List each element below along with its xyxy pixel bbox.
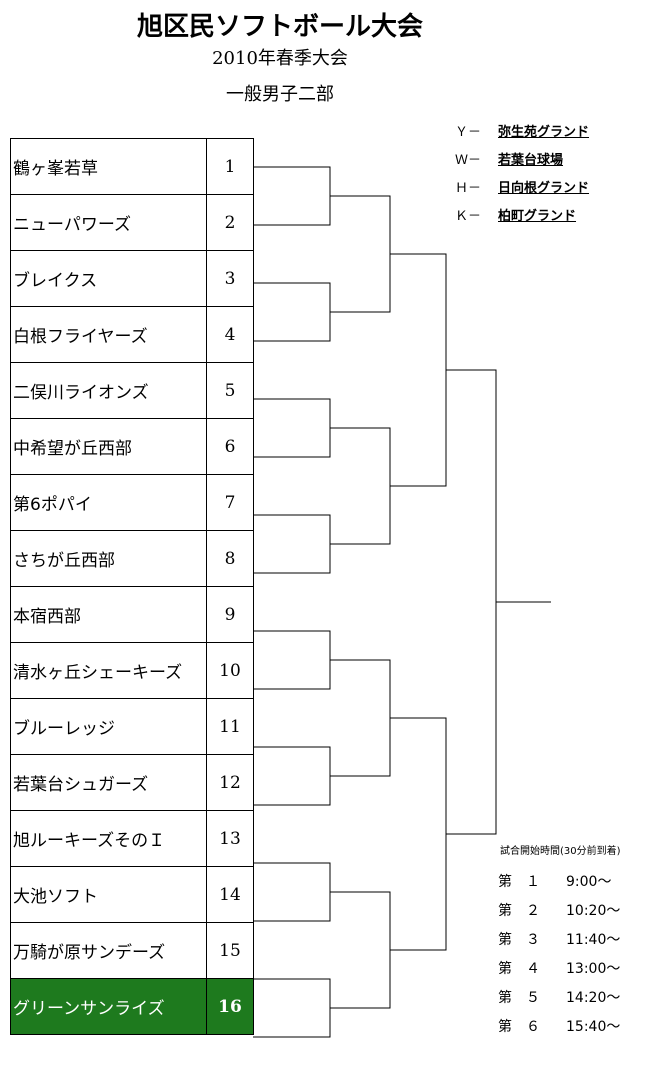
bracket-line-r1 [253, 166, 331, 226]
team-name: ブルーレッジ [10, 698, 207, 755]
schedule-row: 第 １ 9:00～ [498, 866, 620, 895]
schedule-row: 第 ６ 15:40～ [498, 1011, 620, 1040]
venue-item: Ｋ－ 柏町グランド [455, 200, 589, 228]
bracket-line-r4 [446, 369, 497, 835]
bracket-line-r1 [253, 630, 331, 690]
game-time: 9:00～ [566, 873, 612, 890]
team-name: 若葉台シュガーズ [10, 754, 207, 811]
bracket-line-r1 [253, 398, 331, 458]
bracket-line-r1 [253, 746, 331, 806]
team-name: 大池ソフト [10, 866, 207, 923]
team-name: 本宿西部 [10, 586, 207, 643]
schedule-row: 第 ２ 10:20～ [498, 895, 620, 924]
bracket-line-r1 [253, 862, 331, 922]
venue-code: Ｙ－ [455, 124, 482, 140]
team-name: さちが丘西部 [10, 530, 207, 587]
team-number: 16 [206, 978, 254, 1035]
bracket-line-r1 [253, 282, 331, 342]
team-number: 4 [206, 306, 254, 363]
schedule-row: 第 ４ 13:00～ [498, 953, 620, 982]
division-label: 一般男子二部 [226, 84, 334, 105]
team-name: ブレイクス [10, 250, 207, 307]
page-subtitle: 2010年春季大会 [212, 48, 348, 69]
team-name: 鶴ヶ峯若草 [10, 138, 207, 195]
bracket-line-r1 [253, 978, 331, 1038]
team-number: 7 [206, 474, 254, 531]
game-label: 第 ２ [498, 902, 540, 919]
team-number: 3 [206, 250, 254, 307]
team-number: 9 [206, 586, 254, 643]
page-title: 旭区民ソフトボール大会 [136, 12, 423, 42]
venue-code: Ｗ－ [455, 152, 482, 168]
venue-item: Ｗ－ 若葉台球場 [455, 144, 589, 172]
venue-name-link[interactable]: 弥生苑グランド [498, 124, 590, 140]
game-label: 第 ３ [498, 931, 540, 948]
bracket-line-r2 [330, 195, 391, 313]
venue-legend: Ｙ－ 弥生苑グランド Ｗ－ 若葉台球場 Ｈ－ 日向根グランド Ｋ－ 柏町グランド [455, 116, 589, 228]
schedule-row: 第 ５ 14:20～ [498, 982, 620, 1011]
team-number: 2 [206, 194, 254, 251]
game-label: 第 ４ [498, 960, 540, 977]
venue-item: Ｈ－ 日向根グランド [455, 172, 589, 200]
team-number: 14 [206, 866, 254, 923]
game-time: 15:40～ [566, 1018, 621, 1035]
team-number: 10 [206, 642, 254, 699]
team-number: 8 [206, 530, 254, 587]
bracket-line-r1 [253, 514, 331, 574]
team-number: 13 [206, 810, 254, 867]
venue-code: Ｋ－ [455, 208, 482, 224]
bracket-line-r2 [330, 659, 391, 777]
venue-name-link[interactable]: 日向根グランド [498, 180, 590, 196]
bracket-line-r2 [330, 891, 391, 1009]
schedule-list: 第 １ 9:00～ 第 ２ 10:20～ 第 ３ 11:40～ 第 ４ 13:00～ 第… [498, 866, 620, 1040]
bracket-line-r3 [390, 253, 447, 487]
game-time: 10:20～ [566, 902, 621, 919]
venue-code: Ｈ－ [455, 180, 482, 196]
game-time: 11:40～ [566, 931, 621, 948]
team-name: 二俣川ライオンズ [10, 362, 207, 419]
game-time: 14:20～ [566, 989, 621, 1006]
schedule-title: 試合開始時間(30分前到着) [500, 846, 621, 857]
venue-name-link[interactable]: 若葉台球場 [498, 152, 564, 168]
game-label: 第 ５ [498, 989, 540, 1006]
venue-name-link[interactable]: 柏町グランド [498, 208, 577, 224]
team-name: 旭ルーキーズそのＩ [10, 810, 207, 867]
game-label: 第 ６ [498, 1018, 540, 1035]
bracket-line-r3 [390, 717, 447, 951]
game-label: 第 １ [498, 873, 540, 890]
team-number: 5 [206, 362, 254, 419]
venue-item: Ｙ－ 弥生苑グランド [455, 116, 589, 144]
team-number: 11 [206, 698, 254, 755]
game-time: 13:00～ [566, 960, 621, 977]
bracket-line-r2 [330, 427, 391, 545]
team-number: 12 [206, 754, 254, 811]
team-number: 6 [206, 418, 254, 475]
schedule-row: 第 ３ 11:40～ [498, 924, 620, 953]
